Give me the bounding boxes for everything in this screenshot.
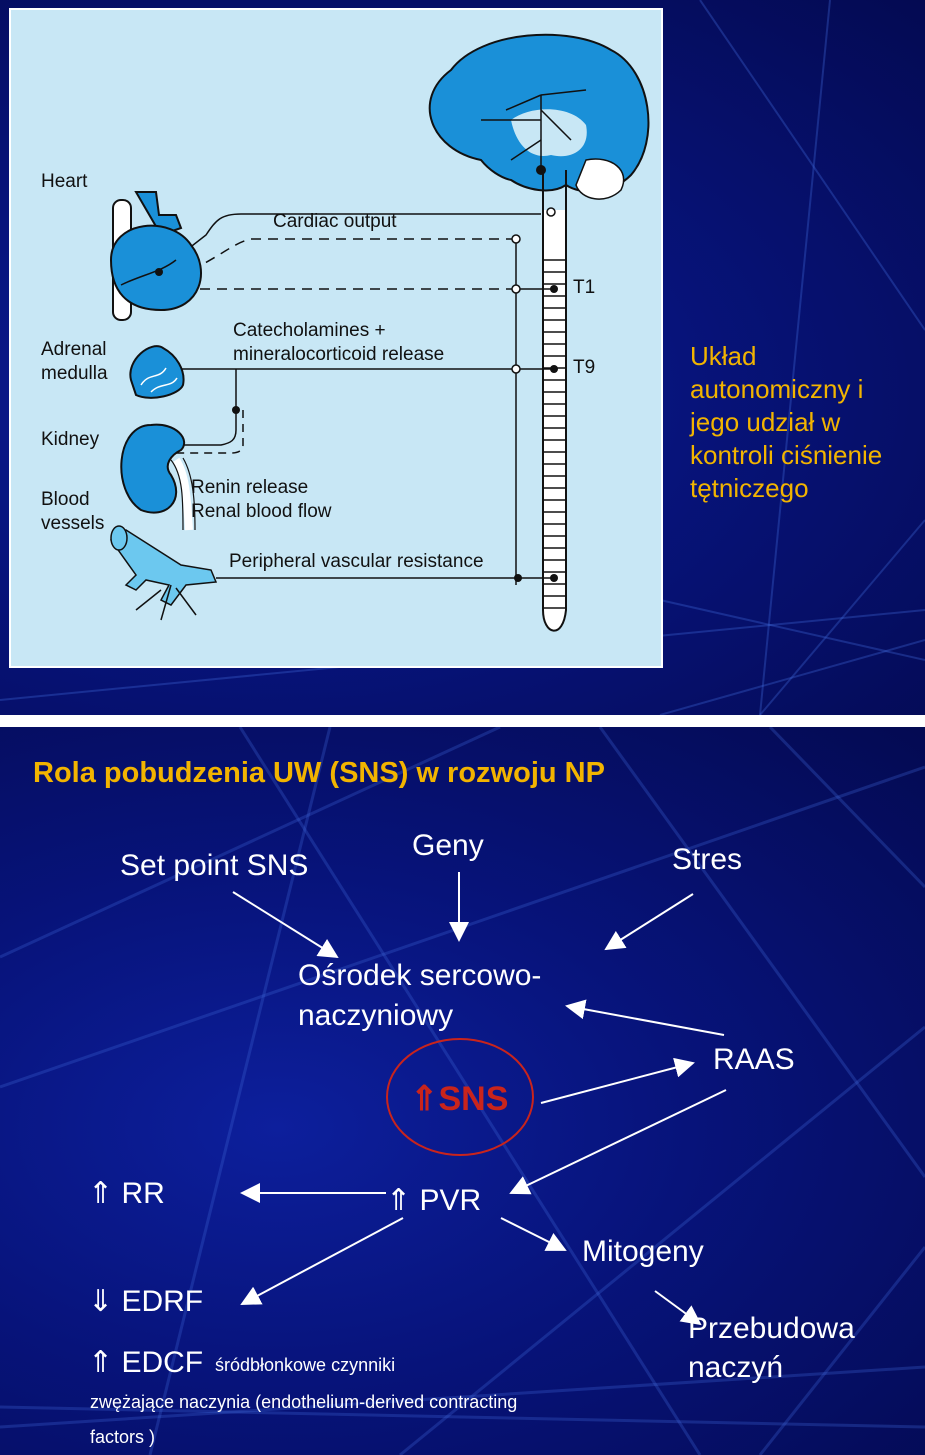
node-raas: RAAS (713, 1043, 795, 1076)
blood-vessel-icon (109, 525, 218, 621)
spinal-cord (542, 170, 567, 632)
adrenal-icon (129, 345, 185, 399)
node-przebudowa-2: naczyń (688, 1351, 784, 1384)
node-rr: ⇑ RR (88, 1177, 165, 1210)
node-osrodek-2: naczyniowy (298, 999, 454, 1032)
slide2-title: Rola pobudzenia UW (SNS) w rozwoju NP (33, 757, 605, 789)
brain-icon (428, 33, 650, 200)
edcf-note-3: factors ) (90, 1427, 156, 1447)
kidney-icon (120, 423, 196, 531)
edcf-note-2: zwężające naczynia (endothelium-derived … (90, 1392, 518, 1412)
slide-1: Heart Adrenal medulla Kidney Blood vesse… (0, 0, 925, 715)
label-blood-2: vessels (41, 513, 105, 534)
label-renin-release: Renin release (191, 477, 309, 498)
node-edcf: ⇑ EDCF (88, 1346, 204, 1379)
node-sns: ⇑SNS (410, 1079, 508, 1119)
up-arrow-icon: ⇑ (410, 1080, 439, 1118)
label-blood-1: Blood (41, 489, 90, 510)
label-heart: Heart (41, 171, 88, 192)
node-edrf: ⇓ EDRF (88, 1285, 204, 1318)
sns-text: SNS (438, 1080, 509, 1118)
edcf-note-1: śródbłonkowe czynniki (215, 1355, 396, 1375)
label-adrenal-1: Adrenal (41, 339, 107, 360)
node-set-point-sns: Set point SNS (120, 849, 309, 882)
node-mitogeny: Mitogeny (582, 1235, 704, 1268)
slide1-caption: Układ autonomiczny i jego udział w kontr… (690, 341, 883, 503)
heart-icon (109, 191, 202, 321)
node-przebudowa-1: Przebudowa (688, 1312, 855, 1345)
node-pvr: ⇑ PVR (386, 1184, 482, 1217)
label-catecholamines-2: mineralocorticoid release (233, 344, 445, 365)
label-catecholamines-1: Catecholamines + (233, 320, 386, 341)
node-osrodek-1: Ośrodek sercowo- (298, 959, 542, 992)
node-stres: Stres (672, 843, 743, 876)
nerve-pathways (160, 213, 554, 585)
sns-ellipse (386, 1038, 534, 1156)
node-geny: Geny (412, 829, 484, 862)
autonomic-diagram: Heart Adrenal medulla Kidney Blood vesse… (9, 8, 663, 668)
label-t1: T1 (573, 277, 596, 298)
label-renal-blood-flow: Renal blood flow (191, 501, 332, 522)
label-t9: T9 (573, 357, 596, 378)
label-adrenal-2: medulla (41, 363, 108, 384)
diagram-drawing (109, 33, 650, 632)
label-kidney: Kidney (41, 429, 100, 450)
label-cardiac-output: Cardiac output (273, 211, 397, 232)
label-peripheral-resistance: Peripheral vascular resistance (229, 551, 484, 572)
slide-2: Rola pobudzenia UW (SNS) w rozwoju NP Se… (0, 727, 925, 1455)
